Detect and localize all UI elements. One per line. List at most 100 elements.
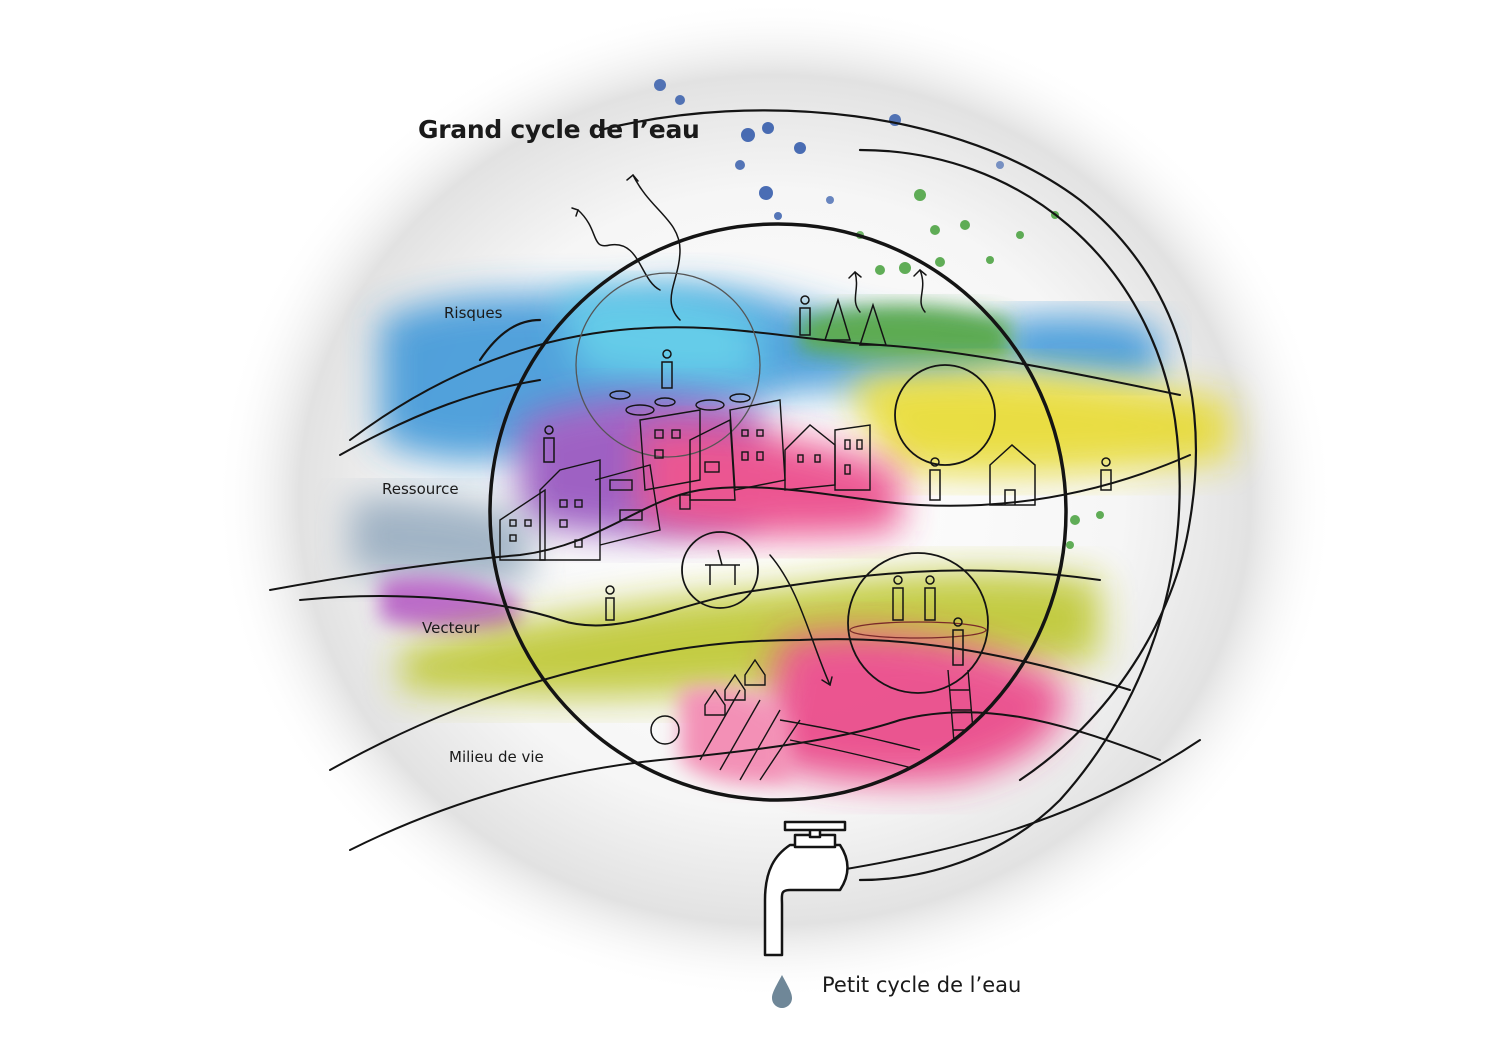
rain-drop [794, 142, 806, 154]
person-head [953, 617, 963, 627]
person-head [925, 575, 935, 585]
building [639, 409, 701, 491]
line-ressource [269, 454, 1191, 591]
pink-lower-wash [680, 686, 790, 784]
window [671, 429, 681, 439]
rain-drop [826, 196, 834, 204]
arrow-head [571, 207, 579, 217]
rain-drop [899, 262, 911, 274]
village-sketch [499, 390, 979, 791]
rain-drop [1016, 231, 1024, 239]
rain-drop [996, 161, 1004, 169]
person-body [952, 629, 964, 666]
field-row [719, 699, 761, 771]
window [559, 519, 568, 528]
rain-drop [675, 95, 685, 105]
footer-label: Petit cycle de l’eau [822, 973, 1022, 997]
window [619, 509, 643, 521]
building [539, 459, 601, 561]
window [704, 461, 720, 473]
window [756, 429, 764, 437]
person-body [924, 587, 936, 621]
outer-arc-right [858, 148, 1181, 882]
cyan-wash [560, 289, 760, 385]
building [834, 424, 871, 491]
rain-drop [759, 186, 773, 200]
window [741, 429, 749, 437]
flow-arrow [769, 554, 831, 686]
window [574, 539, 583, 548]
bubble-vecteur [681, 531, 759, 609]
band-label-ressource: Ressource [382, 480, 459, 498]
person-head [893, 575, 903, 585]
rain-drop [1096, 511, 1104, 519]
window [559, 499, 568, 508]
bubble-yellow [894, 364, 996, 466]
window [756, 451, 764, 461]
main-circle-group [488, 222, 1068, 802]
field-row [699, 689, 741, 761]
person-head [800, 295, 810, 305]
arrow-head [913, 268, 927, 277]
bush-icon [650, 715, 680, 745]
person-head [930, 457, 940, 467]
faucet-handle [783, 820, 847, 832]
line-vecteur [299, 569, 1101, 627]
rain-drop [930, 225, 940, 235]
yellow-wash [850, 369, 1230, 475]
person-body [1100, 469, 1112, 491]
rain-drop [935, 257, 945, 267]
window [679, 494, 691, 510]
faucet-pipe [763, 843, 849, 957]
rain-drop [762, 122, 774, 134]
window [509, 534, 517, 542]
outer-arc-top [598, 109, 1197, 782]
window [509, 519, 517, 527]
faucet-icon [763, 820, 849, 957]
bubble-milieu [847, 552, 989, 694]
person-body [799, 307, 811, 336]
vapor-arrow [632, 174, 681, 321]
water-drop-icon [772, 975, 792, 1008]
person-body [543, 437, 555, 463]
vecteur-purple-wash [380, 576, 520, 635]
window [844, 439, 851, 450]
tree-icon [823, 297, 888, 346]
rain-drop [960, 220, 970, 230]
rain-drop [1066, 541, 1074, 549]
arrow-head [848, 270, 862, 279]
arrow-head [821, 676, 833, 687]
magenta-lower-wash [760, 632, 1066, 784]
field-row [759, 719, 801, 781]
person-body [892, 587, 904, 621]
band-label-vecteur: Vecteur [422, 619, 480, 637]
main-circle [488, 222, 1068, 802]
person-head [605, 585, 615, 595]
person-body [661, 361, 673, 389]
cloud [729, 393, 751, 403]
blue-right-wash [1000, 314, 1160, 382]
rain-drop [741, 128, 755, 142]
figures [543, 295, 1112, 745]
arrow-head [626, 173, 639, 182]
rain-drop [914, 189, 926, 201]
line-bottom [349, 711, 1161, 851]
window [654, 449, 664, 459]
window [654, 429, 664, 439]
field-row [739, 709, 781, 781]
diagram-title: Grand cycle de l’eau [418, 115, 700, 144]
rain-drop [735, 160, 745, 170]
building [689, 418, 736, 501]
rain-drop [1070, 515, 1080, 525]
band-label-risques: Risques [444, 304, 503, 322]
window [844, 464, 851, 475]
person-sitting [705, 549, 740, 585]
window [524, 519, 532, 527]
vapor-arrow [919, 269, 926, 313]
person-head [544, 425, 554, 435]
band-label-milieu-de-vie: Milieu de vie [449, 748, 544, 766]
house [724, 673, 746, 701]
rain-drop [654, 79, 666, 91]
house-right [989, 443, 1036, 506]
window [609, 479, 633, 491]
